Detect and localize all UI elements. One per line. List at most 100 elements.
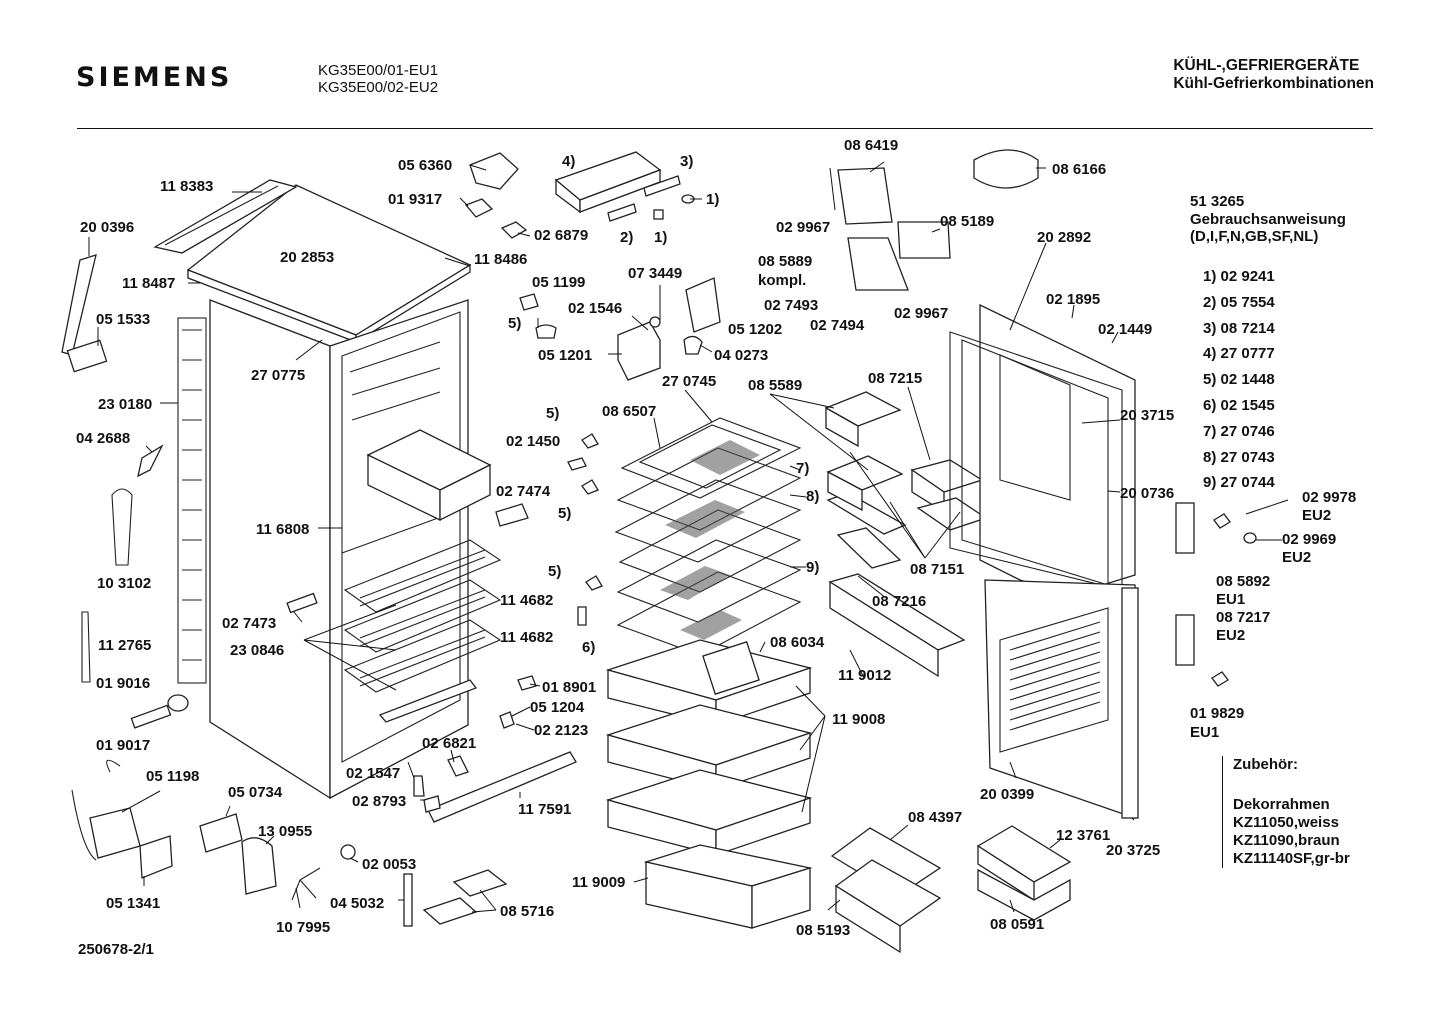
part-label: EU1: [1216, 591, 1245, 608]
drawing-number: 250678-2/1: [78, 941, 154, 958]
part-label: 08 5193: [796, 922, 850, 939]
part-label: 11 6808: [256, 521, 309, 538]
accessories-drawing: [830, 825, 1072, 954]
key-item: 4) 27 0777: [1203, 345, 1275, 363]
part-label: 08 4397: [908, 809, 962, 826]
part-label: 23 0846: [230, 642, 284, 659]
header-divider: [77, 128, 1373, 129]
key-item: 6) 02 1545: [1203, 396, 1275, 414]
part-label: 02 0053: [362, 856, 416, 873]
accessory-item: KZ11090,braun: [1233, 832, 1340, 849]
key-item: 1) 02 9241: [1203, 268, 1275, 285]
part-label: 05 6360: [398, 157, 452, 174]
part-label: 20 3715: [1120, 407, 1174, 424]
part-label: 02 1546: [568, 300, 622, 317]
part-label: 08 5589: [748, 377, 802, 394]
part-label: 08 5189: [940, 213, 994, 230]
part-label: 02 6821: [422, 735, 476, 752]
part-label: EU1: [1190, 724, 1219, 741]
key-item: 8) 27 0743: [1203, 448, 1275, 466]
part-label: 05 1201: [538, 347, 592, 364]
part-label: 7): [796, 460, 809, 477]
part-label: 5): [508, 315, 521, 332]
accessories-heading: Zubehör:: [1233, 756, 1298, 773]
part-label: 02 9967: [776, 219, 830, 236]
part-label: kompl.: [758, 272, 806, 289]
part-label: 02 9969: [1282, 531, 1336, 548]
part-label: 8): [806, 488, 819, 505]
part-label: 02 1895: [1046, 291, 1100, 308]
leader-lines: [88, 161, 1289, 913]
part-label: 11 7591: [518, 801, 571, 818]
part-label: 08 0591: [990, 916, 1044, 933]
part-label: 5): [548, 563, 561, 580]
part-label: 20 2892: [1037, 229, 1091, 246]
part-label: 10 7995: [276, 919, 330, 936]
accessory-item: KZ11140SF,gr-br: [1233, 850, 1350, 867]
part-label: 20 0396: [80, 219, 134, 236]
part-label: 01 9317: [388, 191, 442, 208]
part-label: 02 1450: [506, 433, 560, 450]
part-label: 20 3725: [1106, 842, 1160, 859]
part-label: 3): [680, 153, 693, 170]
part-label: 11 9008: [832, 711, 885, 728]
part-label: 05 1202: [728, 321, 782, 338]
part-label: EU2: [1216, 627, 1245, 644]
fridge-door: [979, 303, 1136, 596]
part-label: 11 9009: [572, 874, 625, 891]
part-label: 01 9017: [96, 737, 150, 754]
part-label: 20 0399: [980, 786, 1034, 803]
electrical-parts-drawing: [71, 675, 537, 927]
part-label: 04 2688: [76, 430, 130, 447]
part-label: 02 7493: [764, 297, 818, 314]
manual-reference: 51 3265 Gebrauchsanweisung (D,I,F,N,GB,S…: [1190, 193, 1346, 245]
part-label: 08 6166: [1052, 161, 1106, 178]
cabinet-drawing: [61, 179, 502, 800]
part-label: 08 6507: [602, 403, 656, 420]
part-label: 05 1198: [146, 768, 199, 785]
part-label: 01 8901: [542, 679, 596, 696]
part-label: 05 1341: [106, 895, 160, 912]
part-label: 11 4682: [500, 629, 553, 646]
category-title: KÜHL-,GEFRIERGERÄTE Kühl-Gefrierkombinat…: [1173, 57, 1374, 93]
part-label: 08 6419: [844, 137, 898, 154]
part-label: 11 8487: [122, 275, 175, 292]
part-label: 12 3761: [1056, 827, 1110, 844]
part-label: 02 1547: [346, 765, 400, 782]
part-label: 5): [558, 505, 571, 522]
part-label: 08 5716: [500, 903, 554, 920]
part-label: 08 5892: [1216, 573, 1270, 590]
part-label: 02 2123: [534, 722, 588, 739]
part-label: 08 7217: [1216, 609, 1270, 626]
part-label: 5): [546, 405, 559, 422]
model-numbers: KG35E00/01-EU1 KG35E00/02-EU2: [318, 62, 438, 96]
accessories-item-title: Dekorrahmen: [1233, 796, 1330, 813]
part-label: 2): [620, 229, 633, 246]
part-label: 02 6879: [534, 227, 588, 244]
part-label: 04 5032: [330, 895, 384, 912]
part-label: 23 0180: [98, 396, 152, 413]
part-label: 01 9829: [1190, 705, 1244, 722]
part-label: 05 1204: [530, 699, 585, 716]
part-label: 02 7494: [810, 317, 865, 334]
doors-drawing: [949, 303, 1257, 819]
part-label: 20 0736: [1120, 485, 1174, 502]
door-parts-drawing: [824, 149, 1039, 531]
part-label: 05 1199: [532, 274, 585, 291]
key-item: 2) 05 7554: [1203, 293, 1275, 311]
part-label: 02 9967: [894, 305, 948, 322]
accessories-box: Zubehör: Dekorrahmen KZ11050,weiss KZ110…: [1222, 756, 1350, 868]
part-label: 08 7216: [872, 593, 926, 610]
model-number-2: KG35E00/02-EU2: [318, 79, 439, 96]
key-item: 5) 02 1448: [1203, 371, 1275, 389]
part-label: 08 7215: [868, 370, 922, 387]
control-parts-drawing: [464, 151, 721, 381]
accessory-item: KZ11050,weiss: [1233, 814, 1339, 831]
part-label: 05 0734: [228, 784, 283, 801]
part-label: 11 8383: [160, 178, 213, 195]
part-label: EU2: [1302, 507, 1331, 524]
part-label: 27 0745: [662, 373, 716, 390]
part-label: 6): [582, 639, 595, 656]
key-item: 7) 27 0746: [1203, 422, 1275, 440]
